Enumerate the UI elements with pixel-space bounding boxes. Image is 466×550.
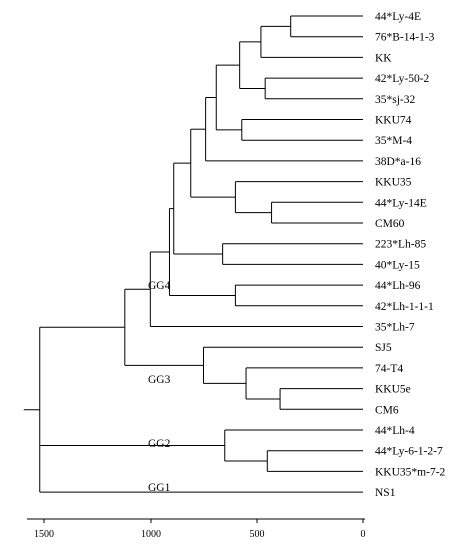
leaf-label: 42*Ly-50-2 [375, 73, 430, 85]
leaf-label: KKU74 [375, 115, 412, 127]
leaf-label: CM60 [375, 218, 405, 230]
group-label-gg4: GG4 [148, 280, 171, 292]
leaf-label: 44*Ly-4E [375, 11, 421, 23]
group-label-gg3: GG3 [148, 374, 171, 386]
leaf-label: 76*B-14-1-3 [375, 32, 435, 44]
leaf-label: KKU35 [375, 177, 412, 189]
x-tick-label-0: 0 [361, 529, 366, 540]
leaf-label: 38D*a-16 [375, 156, 421, 168]
x-tick-label-1500: 1500 [34, 529, 54, 540]
leaf-label: CM6 [375, 404, 399, 416]
leaf-label: KKU5e [375, 384, 411, 396]
leaf-label: KKU35*m-7-2 [375, 466, 446, 478]
leaf-label: 74-T4 [375, 363, 403, 375]
leaf-label: 35*sj-32 [375, 94, 416, 106]
x-tick-label-1000: 1000 [141, 529, 161, 540]
group-label-gg2: GG2 [148, 438, 171, 450]
leaf-label: KK [375, 52, 392, 64]
leaf-label: 35*Lh-7 [375, 322, 415, 334]
x-axis: 1500 1000 500 0 [27, 518, 366, 540]
leaf-label: 44*Lh-96 [375, 280, 421, 292]
leaf-label: 44*Ly-6-1-2-7 [375, 446, 443, 458]
leaf-label: 44*Lh-4 [375, 425, 415, 437]
leaf-label: 44*Ly-14E [375, 197, 427, 209]
leaf-label: 223*Lh-85 [375, 239, 426, 251]
leaf-label: NS1 [375, 487, 396, 499]
tree-branches [23, 15, 363, 493]
group-label-gg1: GG1 [148, 482, 171, 494]
leaf-label: 40*Ly-15 [375, 259, 420, 271]
group-labels: GG4 GG3 GG2 GG1 [148, 280, 171, 494]
x-tick-label-500: 500 [250, 529, 265, 540]
leaf-labels: 44*Ly-4E 76*B-14-1-3KK 42*Ly-50-2 35*sj-32K… [375, 11, 446, 499]
leaf-label: 35*M-4 [375, 135, 412, 147]
leaf-label: 42*Lh-1-1-1 [375, 301, 434, 313]
leaf-label: SJ5 [375, 342, 392, 354]
